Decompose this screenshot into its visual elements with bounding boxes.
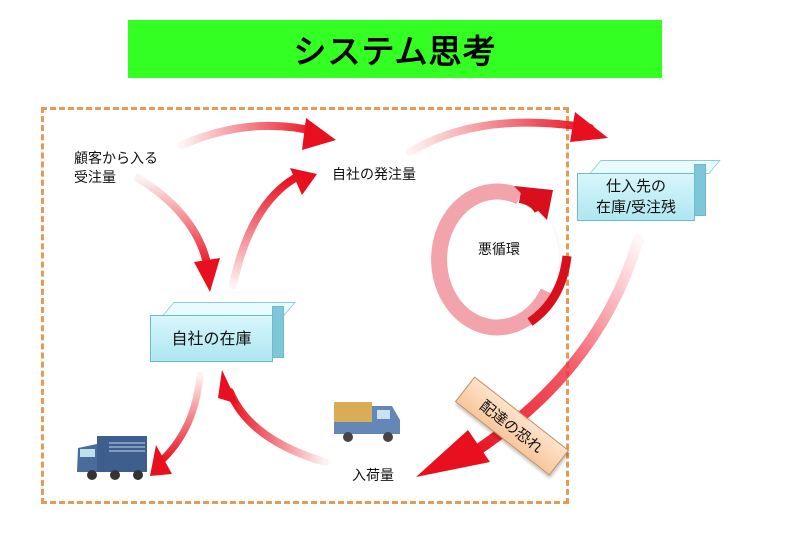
customer-orders-label: 顧客から入る 受注量 (74, 150, 158, 188)
page-title: システム思考 (293, 32, 497, 71)
supplier-stock-line1: 仕入先の (605, 177, 666, 195)
arrow-own-stock-to-own-orders (229, 168, 317, 289)
company-boundary (41, 107, 569, 504)
vicious-cycle-label: 悪循環 (478, 242, 520, 258)
supplier-stock-line2: 在庫/受注残 (595, 198, 677, 216)
arrow-own-stock-to-shipping (150, 371, 204, 476)
truck-icon (77, 436, 147, 480)
arrow-incoming-to-own-stock (218, 370, 329, 466)
arrow-customer-to-own-orders (178, 118, 336, 150)
pickup-truck-icon (334, 402, 400, 442)
customer-orders-line1: 顧客から入る (74, 151, 158, 167)
arrow-customer-to-own-stock (134, 174, 220, 292)
own-stock-box: 自社の在庫 (150, 302, 296, 364)
own-stock-label: 自社の在庫 (171, 329, 252, 348)
customer-orders-line2: 受注量 (74, 170, 116, 186)
own-orders-label: 自社の発注量 (332, 167, 416, 183)
arrow-own-orders-to-supplier (406, 112, 608, 156)
incoming-label: 入荷量 (352, 468, 394, 484)
supplier-stock-box: 仕入先の 在庫/受注残 (577, 160, 721, 222)
title-banner: システム思考 (128, 20, 662, 78)
circular-arrow-icon (431, 183, 572, 336)
